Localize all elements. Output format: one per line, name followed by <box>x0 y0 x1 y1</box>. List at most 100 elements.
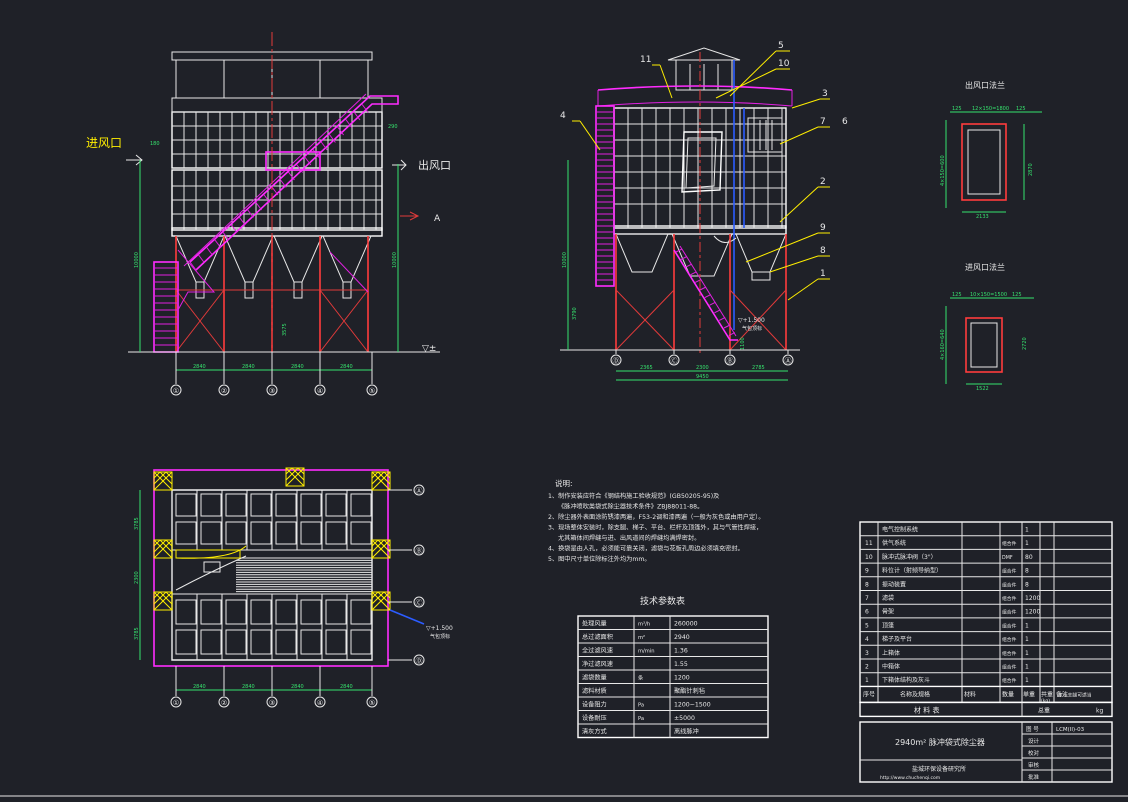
note-line: 1、制作安装应符合《钢结构施工验收规范》(GB50205-95)及 <box>548 492 719 500</box>
param-unit: m² <box>638 635 645 641</box>
side-callout: 3 <box>822 89 828 99</box>
param-unit: 条 <box>638 674 643 682</box>
front-bay-dim-4: 2840 <box>340 364 353 370</box>
flange-outlet: 出风口法兰 2133 125 12×150=1800 125 2870 4×15… <box>940 80 1042 220</box>
bom-material: 组合件 <box>1002 636 1017 643</box>
side-callout: 5 <box>778 41 784 51</box>
bom-qty: 1200 <box>1025 595 1040 602</box>
plan-axis-label: Ⓐ <box>416 487 423 495</box>
bom-material: 组合件 <box>1002 595 1017 602</box>
bom-no: 4 <box>865 636 869 643</box>
plan-bay-dim-1: 2840 <box>193 684 206 690</box>
side-axis-label: Ⓑ <box>727 357 734 365</box>
side-bay-dim-2: 2300 <box>696 365 709 371</box>
side-bay-dim-3: 2785 <box>752 365 765 371</box>
front-bay-dim-3: 2840 <box>291 364 304 370</box>
side-callout: 10 <box>778 59 790 69</box>
bom-no: 7 <box>865 595 869 602</box>
ground-mark: ▽± <box>422 344 436 354</box>
plan-bay-dim-2: 2840 <box>242 684 255 690</box>
bom-qty: 1 <box>1025 677 1029 684</box>
front-axis-label: ③ <box>269 387 275 395</box>
param-value: 260000 <box>674 621 698 628</box>
side-total-dim: 9450 <box>696 374 709 380</box>
total-weight-label: 总重 <box>1038 706 1050 714</box>
notes-title: 说明: <box>555 478 573 488</box>
bom-no: 3 <box>865 650 869 657</box>
note-line: 4、换袋是由人孔，必须能可靠关闭，滤袋与花板孔周边必须填充密封。 <box>548 545 744 553</box>
bom-header: 备注 <box>1056 690 1068 698</box>
bom-name: 脉冲式脉冲阀（3"） <box>882 553 937 561</box>
side-axis-label: Ⓐ <box>785 357 792 365</box>
flange-inlet: 进风口法兰 1522 125 10×150=1500 125 2720 4×16… <box>940 262 1034 392</box>
bom-no: 8 <box>865 581 869 588</box>
side-view: ▽+1.500 气包顶标 10000 3790 1100 2365 2300 2… <box>560 41 848 381</box>
bom-qty: 8 <box>1025 581 1029 588</box>
plan-bay-dim-3: 2840 <box>291 684 304 690</box>
side-axis-label: Ⓓ <box>613 357 620 365</box>
bom-no: 1 <box>865 677 869 684</box>
front-view: 进风口 出风口 A ▽± 180 290 10000 10000 3575 28… <box>86 32 451 396</box>
flange-inlet-dim-3: 10×150=1500 <box>970 292 1007 298</box>
plan-bay-dim-4: 2840 <box>340 684 353 690</box>
note-line: 《脉冲喷吹类袋式除尘器技术条件》ZBJ88011-88。 <box>558 503 703 511</box>
param-name: 处理风量 <box>582 620 607 628</box>
bom-qty: 1 <box>1025 527 1029 534</box>
param-value: 1.55 <box>674 661 688 668</box>
section-mark: A <box>434 214 441 224</box>
front-axis-label: ① <box>173 387 179 395</box>
flange-outlet-dim-1: 2133 <box>976 214 989 220</box>
role-design: 设计 <box>1028 737 1040 745</box>
bom-material: 组合件 <box>1002 540 1017 547</box>
plan-bottom-axis-label: ⑤ <box>369 699 375 707</box>
param-value: 1200~1500 <box>674 702 711 709</box>
bom-name: 梯子及平台 <box>882 635 912 643</box>
front-small-dim-2: 290 <box>388 124 398 130</box>
bom-material: 组合件 <box>1002 677 1017 684</box>
drawing-no: LCM(II)-03 <box>1056 727 1085 733</box>
bom-name: 顶篷 <box>882 621 894 629</box>
param-name: 总过滤面积 <box>582 633 613 641</box>
bom-qty: 1 <box>1025 540 1029 547</box>
bom-name: 骨架 <box>882 608 894 616</box>
notes: 说明: 1、制作安装应符合《钢结构施工验收规范》(GB50205-95)及《脉冲… <box>548 478 764 563</box>
front-small-dim-1: 180 <box>150 141 160 147</box>
bom-header: 材料 <box>964 690 976 698</box>
param-name: 设备耐压 <box>582 714 607 722</box>
flange-outlet-title: 出风口法兰 <box>965 80 1005 90</box>
bom-name: 中箱体 <box>882 663 900 671</box>
plan-left-dim-3: 3785 <box>134 627 140 640</box>
side-height-dim-3: 1100 <box>740 337 746 350</box>
flange-inlet-dim-2: 125 <box>952 292 962 298</box>
side-callout: 11 <box>640 55 651 65</box>
plan-left-dim-2: 2300 <box>134 571 140 584</box>
bom-no: 5 <box>865 622 869 629</box>
bom-qty: 8 <box>1025 568 1029 575</box>
param-unit: Pa <box>638 703 644 709</box>
bom-material: 组合件 <box>1002 581 1017 588</box>
flange-inlet-dim-1: 1522 <box>976 386 989 392</box>
param-value: 聚酯针刺毡 <box>674 687 705 695</box>
param-unit: m³/h <box>638 622 650 628</box>
param-value: 2940 <box>674 634 690 641</box>
plan-axis-label: Ⓓ <box>416 657 423 665</box>
front-axis-label: ④ <box>317 387 323 395</box>
role-review: 审核 <box>1028 761 1040 769</box>
side-callout: 9 <box>820 223 826 233</box>
bom-header: 单重 <box>1023 690 1035 698</box>
bom-name: 下箱体结构及灰斗 <box>882 676 930 684</box>
side-callout: 7 <box>820 117 826 127</box>
bom-no: 2 <box>865 664 869 671</box>
materials-label: 材 料 表 <box>914 705 939 714</box>
flange-outlet-dim-6: 4×150=600 <box>940 155 946 186</box>
flange-inlet-dim-5: 2720 <box>1022 337 1028 350</box>
front-height-dim-1: 10000 <box>134 252 140 268</box>
bom-no: 6 <box>865 609 869 616</box>
bom-name: 振动装置 <box>882 580 906 588</box>
side-bay-dim-1: 2365 <box>640 365 653 371</box>
role-check: 校对 <box>1028 749 1040 757</box>
side-height-dim-2: 3790 <box>572 307 578 320</box>
bom-qty: 1 <box>1025 622 1029 629</box>
side-height-dim-1: 10000 <box>562 252 568 268</box>
